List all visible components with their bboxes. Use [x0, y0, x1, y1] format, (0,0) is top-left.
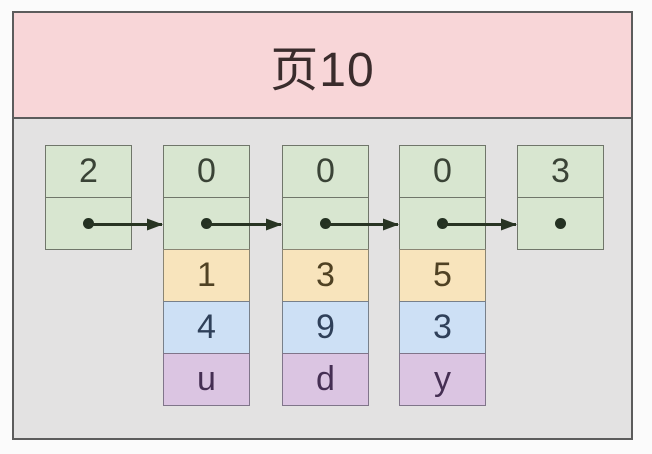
char-cell: y: [399, 353, 486, 406]
pointer-dot-icon: [83, 218, 94, 229]
page-header: 页10: [14, 13, 631, 119]
next-pointer-cell: [45, 197, 132, 250]
page-title: 页10: [270, 44, 375, 97]
value-cell: 4: [163, 301, 250, 354]
char-cell: u: [163, 353, 250, 406]
pointer-dot-icon: [437, 218, 448, 229]
key-cell: 3: [282, 249, 369, 302]
record-node: 0 3 9 d: [282, 145, 369, 406]
records-area: 2 0 1 4 u 0 3 9 d 0: [14, 119, 631, 438]
next-pointer-cell: [163, 197, 250, 250]
next-pointer-cell: [399, 197, 486, 250]
record-node: 2: [45, 145, 132, 250]
page-frame: 页10 2 0 1 4 u 0 3 9 d 0: [12, 11, 633, 440]
pointer-dot-icon: [555, 218, 566, 229]
next-pointer-cell: [517, 197, 604, 250]
record-node: 3: [517, 145, 604, 250]
pointer-dot-icon: [320, 218, 331, 229]
record-type-cell: 2: [45, 145, 132, 198]
key-cell: 5: [399, 249, 486, 302]
record-type-cell: 0: [163, 145, 250, 198]
next-pointer-cell: [282, 197, 369, 250]
record-node: 0 1 4 u: [163, 145, 250, 406]
record-node: 0 5 3 y: [399, 145, 486, 406]
record-type-cell: 0: [282, 145, 369, 198]
char-cell: d: [282, 353, 369, 406]
record-type-cell: 3: [517, 145, 604, 198]
pointer-dot-icon: [201, 218, 212, 229]
record-type-cell: 0: [399, 145, 486, 198]
value-cell: 3: [399, 301, 486, 354]
key-cell: 1: [163, 249, 250, 302]
value-cell: 9: [282, 301, 369, 354]
